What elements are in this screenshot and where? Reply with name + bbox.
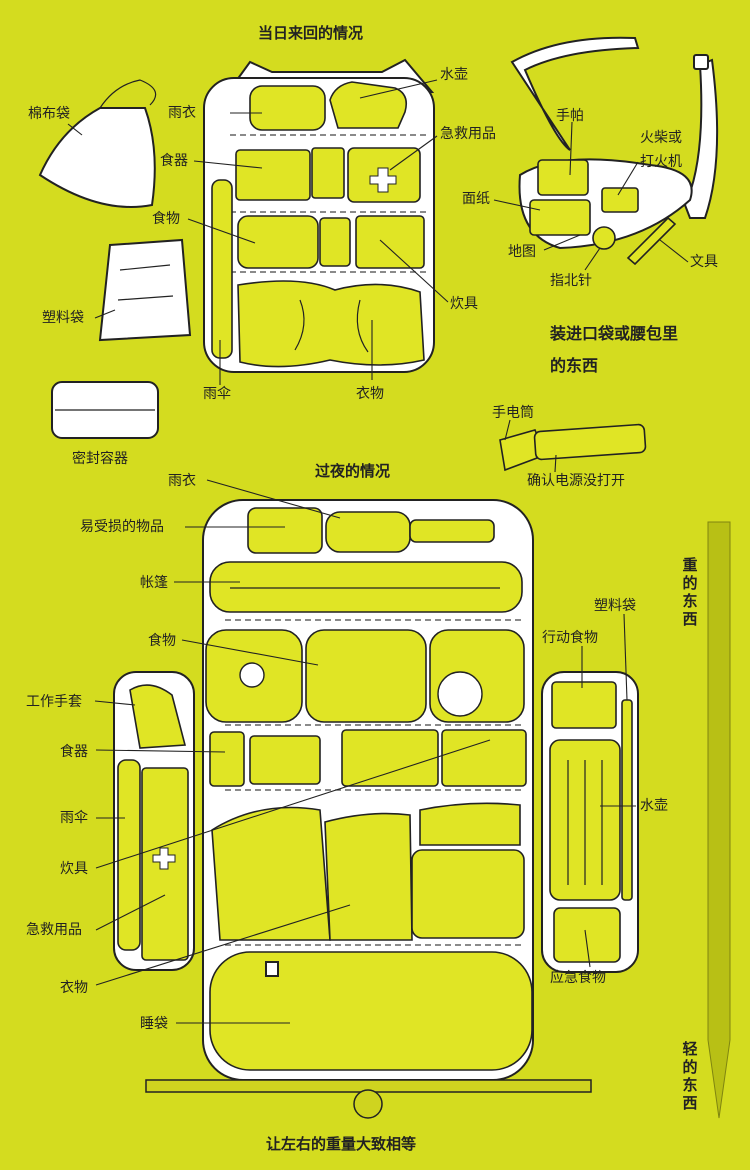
day-clothes-shape: [237, 280, 425, 368]
day-food-shape: [237, 215, 319, 269]
label-tent: 帐篷: [140, 575, 168, 591]
label-handkerchief: 手帕: [556, 108, 584, 124]
plastic-bag: [98, 238, 192, 342]
day-backpack: [203, 58, 435, 373]
handkerchief-shape: [537, 159, 589, 196]
leader-lines: [67, 79, 689, 1024]
label-check-power: 确认电源没打开: [527, 473, 625, 489]
label-night-clothes: 衣物: [60, 980, 88, 996]
compass-shape: [592, 226, 616, 250]
label-night-raincoat: 雨衣: [168, 473, 196, 489]
label-day-cookware: 炊具: [450, 296, 478, 312]
label-lighter-line1: 火柴或: [640, 130, 682, 146]
label-day-water-bottle: 水壶: [440, 67, 468, 83]
pen-shape: [626, 216, 677, 266]
tent-shape: [209, 561, 523, 613]
label-night-plastic-bag: 塑料袋: [594, 598, 636, 614]
cloth-bag: [38, 79, 157, 208]
weight-arrow: [707, 521, 731, 1119]
trail-food-shape: [551, 681, 617, 729]
label-night-water-bottle: 水壶: [640, 798, 668, 814]
label-night-umbrella: 雨伞: [60, 810, 88, 826]
label-gloves: 工作手套: [26, 694, 82, 710]
pocket-title-line2: 的东西: [550, 356, 599, 375]
gloves-shape: [129, 684, 187, 749]
label-sleeping-bag: 睡袋: [140, 1016, 168, 1032]
flashlight: [499, 423, 647, 472]
label-day-tableware: 食器: [160, 153, 188, 169]
emergency-food-shape: [553, 907, 621, 963]
pocket-title-line1: 装进口袋或腰包里: [550, 324, 679, 343]
day-umbrella-shape: [211, 179, 233, 359]
lighter-shape: [601, 187, 639, 213]
waist-bag: [510, 36, 719, 266]
sleeping-bag-shape: [209, 951, 533, 1071]
balance-beam: [145, 1079, 592, 1119]
label-sealed-container: 密封容器: [72, 451, 128, 467]
label-day-plastic-bag: 塑料袋: [42, 310, 84, 326]
day-cookware-shape: [355, 215, 425, 269]
overnight-backpack: [113, 499, 639, 1081]
label-stationery: 文具: [690, 254, 718, 270]
day-trip-title: 当日来回的情况: [258, 24, 364, 42]
label-night-food: 食物: [148, 633, 176, 649]
night-clothes-shape: [211, 806, 331, 941]
label-day-raincoat: 雨衣: [168, 105, 196, 121]
label-cloth-bag: 棉布袋: [28, 106, 70, 122]
label-day-umbrella: 雨伞: [203, 386, 231, 402]
label-tissue: 面纸: [462, 191, 490, 207]
day-raincoat-shape: [249, 85, 326, 131]
label-day-first-aid: 急救用品: [440, 126, 496, 142]
fragile-shape: [247, 507, 323, 554]
label-compass: 指北针: [550, 273, 592, 289]
night-tableware-shape: [209, 731, 245, 787]
label-fragile: 易受损的物品: [80, 519, 164, 535]
label-night-tableware: 食器: [60, 744, 88, 760]
label-emergency-food: 应急食物: [550, 970, 606, 986]
label-night-cookware: 炊具: [60, 861, 88, 877]
label-night-first-aid: 急救用品: [26, 922, 82, 938]
label-lighter-line2: 打火机: [640, 154, 682, 170]
label-day-clothes: 衣物: [356, 386, 384, 402]
label-day-food: 食物: [152, 211, 180, 227]
day-bottle-shape: [329, 81, 408, 129]
tissue-shape: [529, 199, 591, 236]
night-plastic-bag-shape: [621, 699, 633, 901]
label-flashlight: 手电筒: [492, 405, 534, 421]
label-map: 地图: [508, 244, 536, 260]
night-cookware-shape: [341, 729, 439, 787]
overnight-title: 过夜的情况: [315, 462, 391, 480]
night-umbrella-shape: [117, 759, 141, 951]
heavy-label: 重的东西: [682, 556, 698, 628]
night-food-shape-2: [305, 629, 427, 723]
label-trail-food: 行动食物: [542, 630, 598, 646]
day-tableware-shape: [235, 149, 311, 201]
sealed-container: [51, 381, 159, 439]
balance-caption: 让左右的重量大致相等: [266, 1135, 417, 1153]
light-label: 轻的东西: [682, 1040, 698, 1112]
